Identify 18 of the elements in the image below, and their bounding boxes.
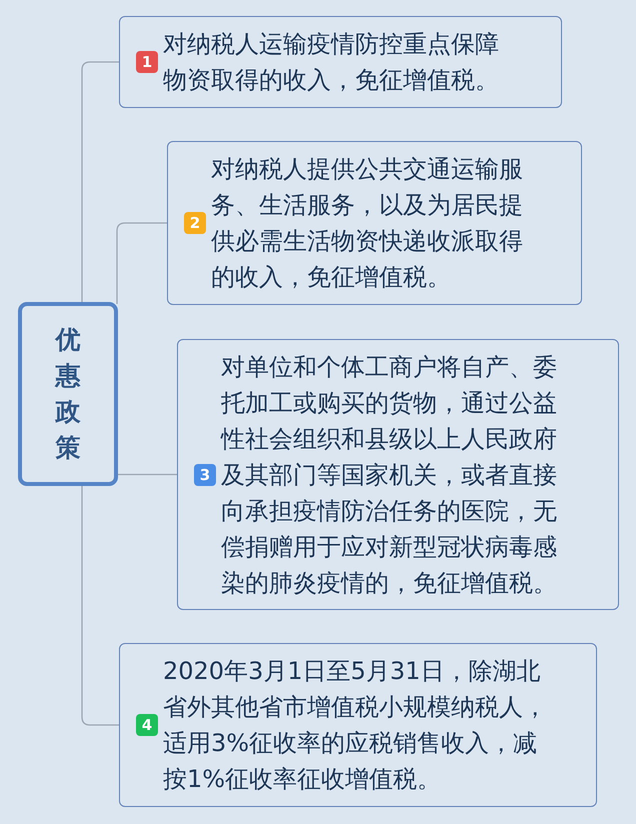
policy-box bbox=[177, 339, 619, 610]
connector-line bbox=[81, 61, 119, 302]
number-badge: 2 bbox=[184, 212, 206, 234]
topic-box bbox=[18, 302, 118, 486]
policy-text: 对单位和个体工商户将自产、委托加工或购买的货物，通过公益性社会组织和县级以上人民政府及其部门等国家机关，或者直接向承担疫情防治任务的医院，无偿捐赠用于应对新型冠状病毒感染的肺炎疫情的，免征增值税。 bbox=[221, 352, 558, 598]
policy-box bbox=[167, 141, 582, 305]
connector-line bbox=[81, 486, 119, 726]
number-badge: 4 bbox=[136, 714, 158, 736]
number-badge: 3 bbox=[194, 464, 216, 486]
number-badge: 1 bbox=[136, 51, 158, 73]
policy-box bbox=[119, 643, 597, 807]
policy-text: 对纳税人运输疫情防控重点保障物资取得的收入，免征增值税。 bbox=[163, 29, 500, 96]
connector-line bbox=[116, 222, 167, 304]
policy-text: 2020年3月1日至5月31日，除湖北省外其他省市增值税小规模纳税人，适用3%征收率的应税销售收入，减按1%征收率征收增值税。 bbox=[163, 656, 548, 795]
topic-title: 优惠政策 bbox=[56, 324, 80, 464]
policy-box bbox=[119, 16, 562, 108]
policy-text: 对纳税人提供公共交通运输服务、生活服务，以及为居民提供必需生活物资快递收派取得的收入，免征增值税。 bbox=[211, 154, 524, 293]
connector-line bbox=[118, 474, 177, 476]
